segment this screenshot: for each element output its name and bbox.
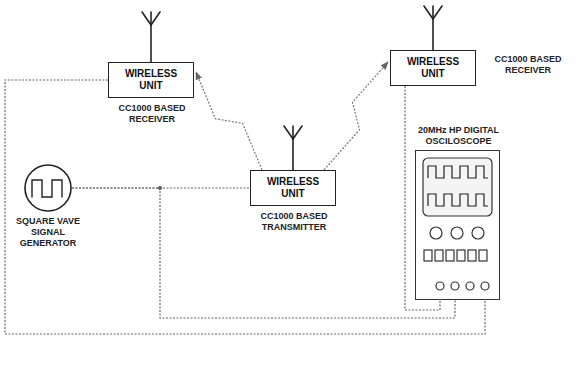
unit-label: WIRELESS UNIT [251,173,335,203]
caption-label: CC1000 BASED RECEIVER [485,54,571,76]
caption-label: CC1000 BASED RECEIVER [109,103,195,125]
receiver-unit: WIRELESS UNITCC1000 BASED RECEIVER [390,50,476,86]
oscilloscope-panel [423,158,492,290]
signal-wire [405,86,440,310]
receiver-unit: WIRELESS UNITCC1000 BASED RECEIVER [108,62,194,98]
signal-wire [5,80,485,334]
generator-outline [24,164,72,212]
caption-label: 20MHz HP DIGITAL OSCILOSCOPE [416,125,502,147]
antenna [424,6,442,50]
unit-label: WIRELESS UNIT [391,53,475,83]
antenna [284,126,302,170]
square-wave-symbol [32,180,62,197]
caption-label: SQUARE VAVE SIGNAL GENERATOR [11,216,85,249]
signal-wire [72,187,250,188]
signal-generator: SQUARE VAVE SIGNAL GENERATOR [24,164,72,212]
antenna [142,12,160,62]
radio-link [324,62,388,170]
radio-link [196,72,262,170]
signal-wire [72,188,455,318]
oscilloscope: 20MHz HP DIGITAL OSCILOSCOPE [415,150,500,300]
transmitter-unit: WIRELESS UNITCC1000 BASED TRANSMITTER [250,170,336,206]
unit-label: WIRELESS UNIT [109,65,193,95]
caption-label: CC1000 BASED TRANSMITTER [245,211,343,233]
